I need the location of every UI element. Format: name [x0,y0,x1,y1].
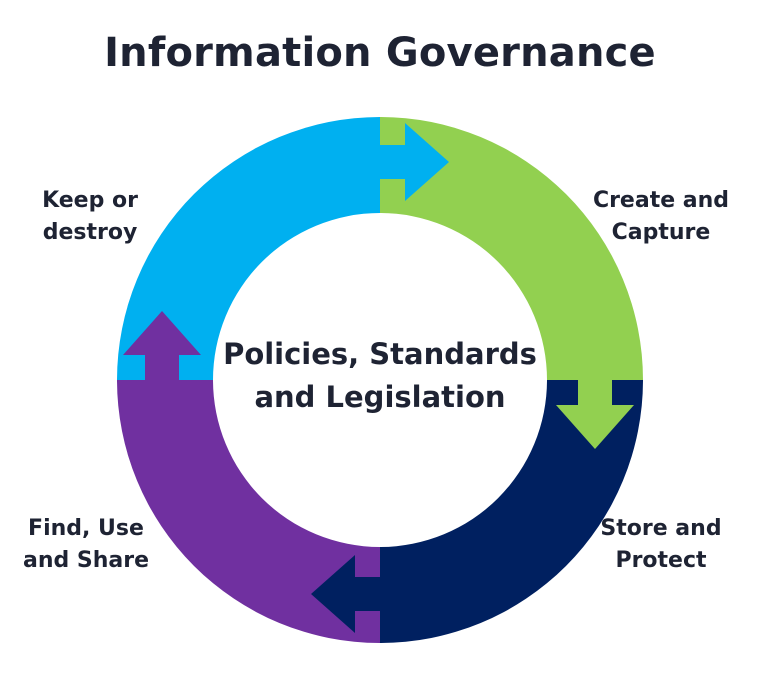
segment-find-use-share [117,380,380,643]
arrow-right-icon [380,123,449,201]
diagram-title: Information Governance [104,30,656,76]
center-label: Policies, Standards and Legislation [206,333,554,419]
center-label-line-2: and Legislation [254,380,506,414]
stage-label-find-use-share: Find, Use and Share [22,516,150,573]
arrow-up-icon [123,311,201,380]
segment-store-protect [380,380,643,643]
stage-label-store-protect: Store and Protect [600,516,722,573]
segment-create-capture [380,117,643,380]
segment-keep-destroy [117,117,380,380]
stage-label-create-capture: Create and Capture [592,188,730,245]
stage-label-keep-destroy: Keep or destroy [42,188,138,245]
arrow-left-icon [311,555,380,633]
arrow-down-icon [556,380,634,449]
center-label-line-1: Policies, Standards [223,337,537,371]
